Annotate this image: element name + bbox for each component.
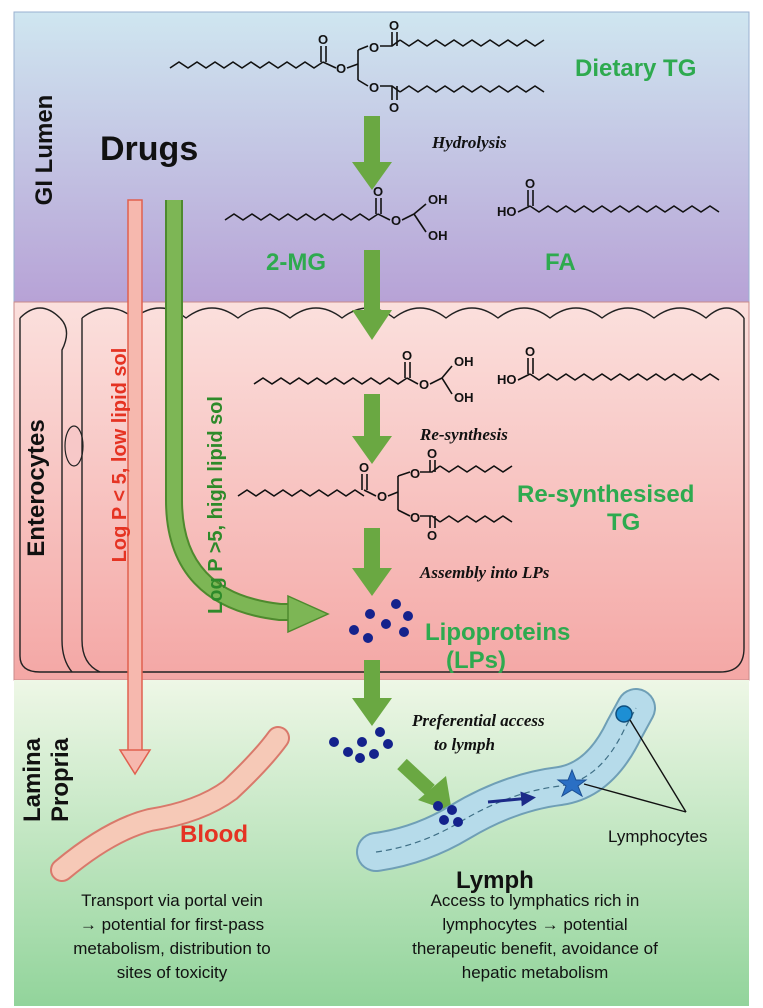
lipoproteins-label-line1: Lipoproteins: [425, 619, 570, 646]
lymphocytes-label: Lymphocytes: [608, 827, 708, 846]
resynthesised-tg-label-line2: TG: [607, 509, 640, 536]
high-lipid-route-arrow: [165, 200, 330, 634]
high-lipid-route-label: Log P >5, high lipid sol: [205, 396, 227, 614]
2-mg-label: 2-MG: [266, 249, 326, 276]
lymph-lipoprotein-particles: [433, 801, 463, 827]
lamina-label: Lamina: [19, 737, 46, 822]
lipoprotein-particles: [349, 599, 413, 643]
rtg-ester-o: O: [377, 489, 387, 504]
lymph-caption-line-1: Access to lymphatics rich in: [431, 891, 640, 910]
dietary-tg-structure: O O O O O O: [169, 18, 545, 115]
lymphocyte-cell-icon: [615, 705, 633, 723]
hydrolysis-label: Hydrolysis: [431, 133, 507, 152]
lipoproteins-label-line2: (LPs): [446, 647, 506, 674]
enterocytes-label: Enterocytes: [23, 419, 50, 556]
carbonyl-o-bottom: O: [389, 100, 399, 115]
ent-mg-carbonyl-o: O: [402, 348, 412, 363]
lymph-label: Lymph: [456, 867, 534, 894]
to-lymph-arrow: [397, 758, 452, 812]
carbonyl-o-top: O: [389, 18, 399, 33]
ent-fa-carbonyl-o: O: [525, 344, 535, 359]
exocytosis-arrow: [352, 660, 392, 726]
preferential-access-label-line2: to lymph: [434, 735, 495, 754]
lamina-lipoprotein-particles: [329, 727, 393, 763]
drugs-label: Drugs: [100, 130, 198, 168]
hydrolysis-arrow: [352, 116, 392, 190]
assembly-label: Assembly into LPs: [419, 563, 550, 582]
carbonyl-o: O: [318, 32, 328, 47]
rtg-carbonyl-o: O: [359, 460, 369, 475]
ent-mg-oh-bottom: OH: [454, 390, 474, 405]
resynthesised-tg-label-line1: Re-synthesised: [517, 481, 694, 508]
preferential-access-label-line1: Preferential access: [411, 711, 545, 730]
fa-structure: HO O: [497, 176, 720, 219]
blood-caption-line-2: → potential for first-pass: [80, 915, 264, 934]
lymphocyte-star-icon: [556, 768, 588, 798]
ester-o-top: O: [369, 40, 379, 55]
lymphocytes-pointer: [583, 719, 687, 813]
rtg-ester-o-bottom: O: [410, 510, 420, 525]
lymph-vessel: [356, 688, 656, 872]
fa-carbonyl-o: O: [525, 176, 535, 191]
lymph-flow-arrow: [487, 791, 536, 807]
lymph-caption-line-3: therapeutic benefit, avoidance of: [412, 939, 658, 958]
enterocyte-cells: [19, 307, 745, 673]
ent-fa-ho: HO: [497, 372, 517, 387]
blood-caption-line-4: sites of toxicity: [117, 963, 228, 982]
blood-vessel: [50, 726, 290, 882]
mg-oh-bottom: OH: [428, 228, 448, 243]
blood-caption: Transport via portal vein → potential fo…: [73, 891, 270, 982]
dietary-tg-label: Dietary TG: [575, 55, 696, 82]
resynthesis-label: Re-synthesis: [419, 425, 508, 444]
blood-caption-line-1: Transport via portal vein: [81, 891, 263, 910]
rtg-ester-o-top: O: [410, 466, 420, 481]
fa-ho: HO: [497, 204, 517, 219]
ent-mg-ester-o: O: [419, 377, 429, 392]
lymph-caption: Access to lymphatics rich in lymphocytes…: [412, 891, 658, 982]
propria-label: Propria: [47, 737, 74, 822]
uptake-arrow: [352, 250, 392, 340]
ester-o: O: [336, 61, 346, 76]
ester-o-bottom: O: [369, 80, 379, 95]
mg-oh-top: OH: [428, 192, 448, 207]
assembly-arrow: [352, 528, 392, 596]
low-lipid-route-label: Log P < 5, low lipid sol: [109, 348, 131, 563]
enterocyte-mg-fa-structure: O O OH OH HO O: [253, 344, 720, 405]
lymph-caption-line-2: lymphocytes → potential: [442, 915, 627, 934]
rtg-carbonyl-o-top: O: [427, 446, 437, 461]
resynthesised-tg-structure: O O O O O O: [237, 446, 513, 543]
fa-label: FA: [545, 249, 576, 276]
blood-caption-line-3: metabolism, distribution to: [73, 939, 270, 958]
mg-carbonyl-o: O: [373, 184, 383, 199]
2-mg-structure: O O OH OH: [224, 184, 448, 243]
rtg-carbonyl-o-bottom: O: [427, 528, 437, 543]
low-lipid-route-arrow: [118, 199, 152, 776]
mg-ester-o: O: [391, 213, 401, 228]
gi-lumen-label: GI Lumen: [31, 95, 58, 206]
lymph-caption-line-4: hepatic metabolism: [462, 963, 608, 982]
blood-label: Blood: [180, 821, 248, 848]
resynthesis-arrow: [352, 394, 392, 464]
ent-mg-oh-top: OH: [454, 354, 474, 369]
